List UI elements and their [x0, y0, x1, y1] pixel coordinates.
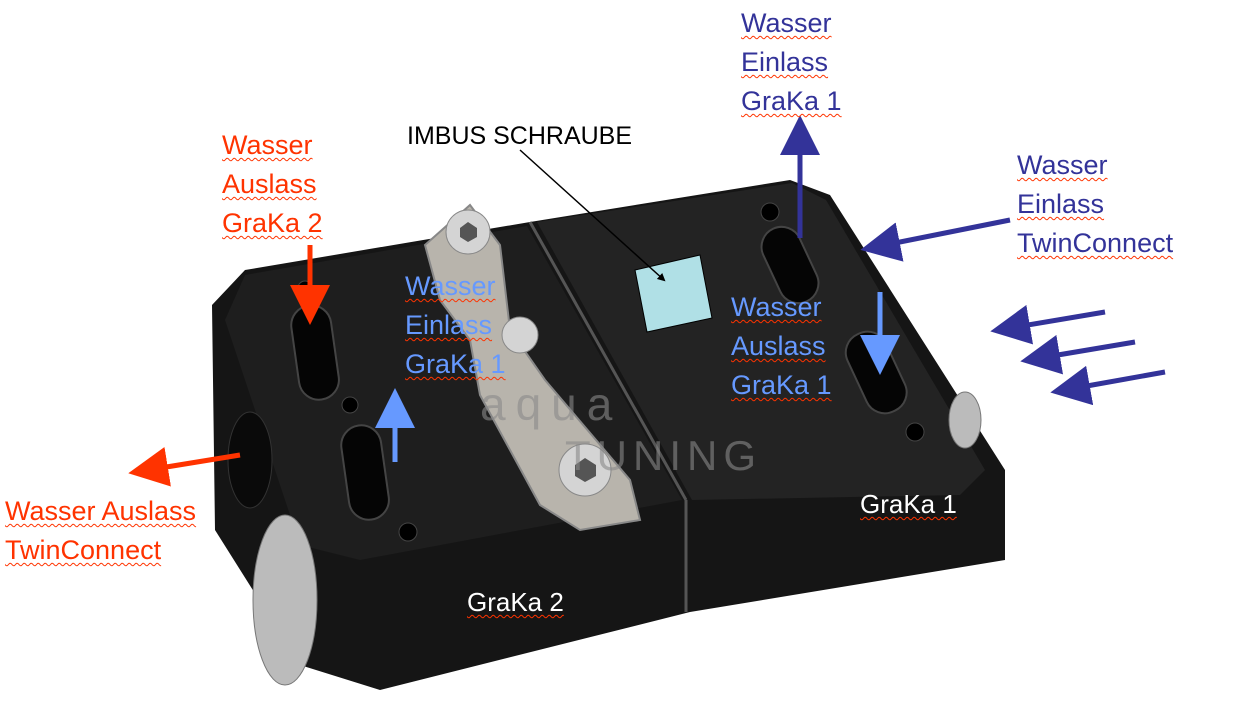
- screw-hole: [398, 522, 418, 542]
- imbus-schraube-label: IMBUS SCHRAUBE: [407, 122, 633, 150]
- label-wasser-einlass-twinconnect: Wasser Einlass TwinConnect: [1017, 150, 1174, 258]
- screw-hole: [905, 422, 925, 442]
- arrow-red-left: [128, 447, 241, 487]
- label-graka1: GraKa 1: [860, 489, 957, 519]
- arrow-darkblue-left: [860, 217, 1011, 262]
- label-wasser-einlass-graka1-left: Wasser Einlass GraKa 1: [405, 271, 506, 379]
- graka1-top-face: [537, 183, 985, 500]
- arrow-darkblue-left: [990, 304, 1106, 345]
- label-wasser-auslass-graka2: Wasser Auslass GraKa 2: [222, 130, 323, 238]
- block-seam: [528, 221, 688, 501]
- slot: [340, 424, 390, 521]
- port-left: [227, 411, 273, 509]
- screw-hole: [760, 202, 780, 222]
- slot: [760, 225, 820, 305]
- label-wasser-auslass-graka1: Wasser Auslass GraKa 1: [731, 292, 832, 400]
- arrow-darkblue-left: [1050, 365, 1166, 406]
- fitting-screw-left: [252, 514, 318, 686]
- label-wasser-auslass-twinconnect: Wasser Auslass TwinConnect: [5, 496, 197, 565]
- arrow-darkblue-left: [1020, 334, 1136, 375]
- imbus-screw-marker: [634, 254, 713, 333]
- hex-screw: [501, 316, 539, 354]
- watermark-tuning: TUNING: [565, 432, 762, 479]
- fitting-screw-right: [948, 391, 982, 449]
- label-wasser-einlass-graka1-top: Wasser Einlass GraKa 1: [741, 8, 842, 116]
- label-graka2: GraKa 2: [467, 587, 564, 617]
- screw-hole: [341, 396, 359, 414]
- watermark-aqua: aqua: [480, 378, 622, 430]
- pointer-line: [519, 149, 666, 282]
